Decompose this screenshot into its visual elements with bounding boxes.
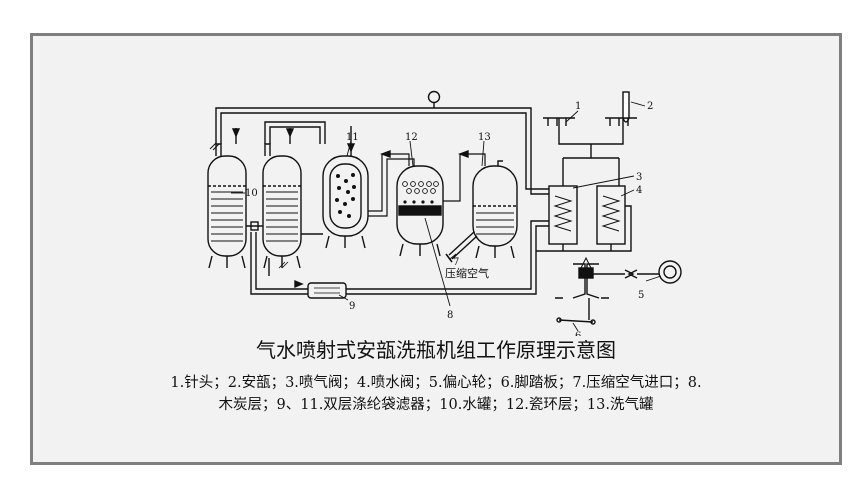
leader-lines [231,101,662,332]
legend-line-2: 木炭层；9、11.双层涤纶袋滤器；10.水罐；12.瓷环层；13.洗气罐 [218,397,654,413]
label-1: 1 [575,101,581,112]
washer-schematic: 1 2 3 4 5 6 7 8 9 10 11 12 13 压缩空气 [207,90,682,336]
label-8: 8 [447,310,453,321]
eccentric-wheel-icon [658,260,682,284]
label-10: 10 [245,188,258,199]
water-tank-right [262,143,302,269]
ampoule-icon [622,91,630,123]
needle-headers [543,117,637,186]
figure-legend: 1.针头；2.安瓿；3.喷气阀；4.喷水阀；5.偏心轮；6.脚踏板；7.压缩空气… [133,372,739,416]
label-4: 4 [636,185,642,196]
label-11: 11 [346,132,359,143]
label-7: 7 [453,257,459,268]
figure-caption: 气水喷射式安瓿洗瓶机组工作原理示意图 [256,338,616,362]
filter-11 [322,155,369,249]
label-2: 2 [647,101,653,112]
label-compressed-air: 压缩空气 [445,266,489,280]
filter-9 [307,282,347,299]
figure-frame: 1 2 3 4 5 6 7 8 9 10 11 12 13 压缩空气 气水喷射式… [30,33,842,465]
foot-pedal-icon [556,298,596,325]
pressure-gauge-icon [427,90,441,108]
water-spray-valve [596,185,626,251]
gas-spray-valve [548,185,578,251]
cam-mechanism [555,256,659,299]
label-9: 9 [349,301,355,312]
tank-connector-valve [246,221,263,231]
label-12: 12 [405,132,418,143]
label-3: 3 [636,172,642,183]
label-13: 13 [478,132,491,143]
gas-washing-tank [443,153,518,259]
legend-line-1: 1.针头；2.安瓿；3.喷气阀；4.喷水阀；5.偏心轮；6.脚踏板；7.压缩空气… [170,375,702,391]
label-5: 5 [638,290,644,301]
water-tank-left [207,142,247,269]
porcelain-ring-tank [368,153,444,257]
bottom-pipes [250,205,632,295]
label-6: 6 [575,331,581,336]
compressed-air-inlet [445,231,478,263]
